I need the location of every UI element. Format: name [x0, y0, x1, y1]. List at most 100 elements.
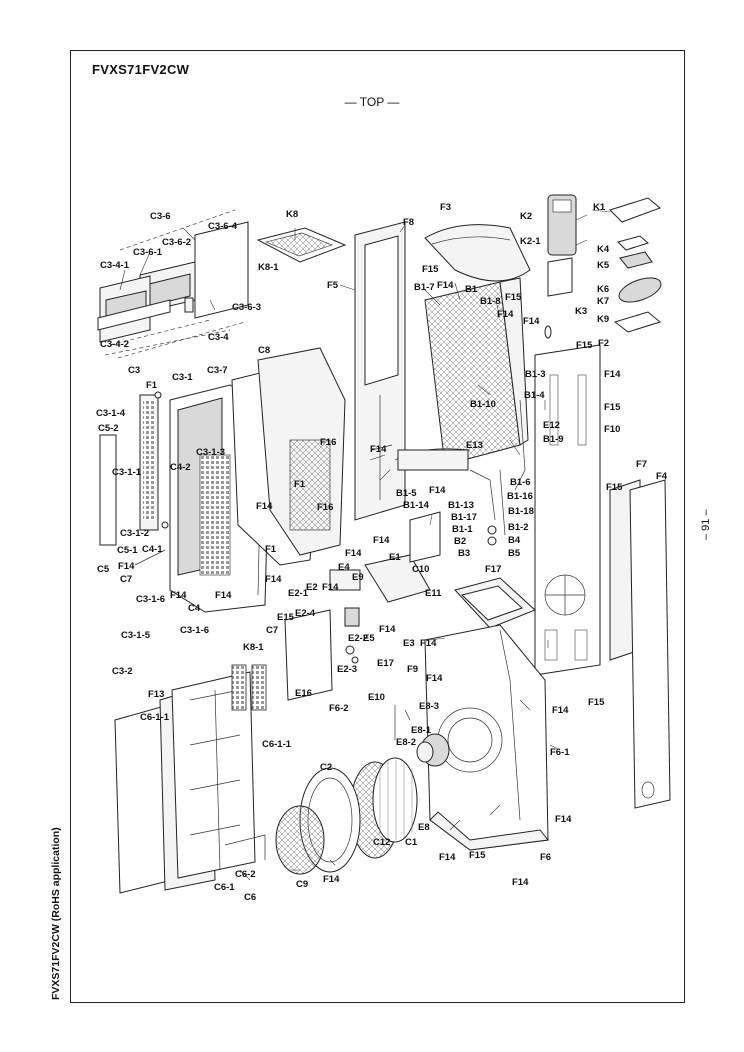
label-k2-1: K2-1 [520, 236, 541, 247]
label-f6-1: F6-1 [550, 747, 570, 758]
label-c6-1-1b: C6-1-1 [262, 739, 292, 750]
label-e16: E16 [295, 688, 312, 699]
label-c3-1-4: C3-1-4 [96, 408, 126, 419]
label-f14-h: F14 [118, 561, 135, 572]
label-b1-14: B1-14 [403, 500, 430, 511]
label-f14-i: F14 [373, 535, 390, 546]
label-c3-7: C3-7 [207, 365, 228, 376]
label-f1-b: F1 [294, 479, 306, 490]
label-c7-b: C7 [266, 625, 278, 636]
label-e17: E17 [377, 658, 394, 669]
electrical-box [284, 511, 441, 701]
label-c2: C2 [320, 762, 332, 773]
label-e11: E11 [425, 588, 442, 599]
label-k9: K9 [597, 314, 609, 325]
label-b5: B5 [508, 548, 521, 559]
label-f6-2: F6-2 [329, 703, 349, 714]
label-b1: B1 [465, 284, 478, 295]
label-c3-6-1: C3-6-1 [133, 247, 163, 258]
label-c3-1-6-b: C3-1-6 [180, 625, 209, 636]
label-c3-1-5: C3-1-5 [121, 630, 151, 641]
label-e2-3: E2-3 [337, 664, 357, 675]
label-f5: F5 [327, 280, 339, 291]
label-f14-t: F14 [439, 852, 456, 863]
drawing-frame [70, 50, 685, 1003]
label-c3-1-1: C3-1-1 [112, 467, 142, 478]
label-c4-2: C4-2 [170, 462, 191, 473]
label-e8: E8 [418, 822, 430, 833]
label-e8-3: E8-3 [419, 701, 439, 712]
label-f14-n: F14 [322, 582, 339, 593]
label-f14-k: F14 [265, 574, 282, 585]
label-f14-r: F14 [552, 705, 569, 716]
label-f1-c: F1 [265, 544, 277, 555]
label-f15-a: F15 [422, 264, 439, 275]
leader-lines [119, 209, 611, 881]
back-plate-f10 [534, 344, 601, 676]
label-c12: C12 [373, 837, 390, 848]
part-labels: C3-6 C3-6-4 C3-6-1 C3-6-2 C3-4-1 C3-6-3 … [96, 202, 668, 903]
label-c4-1: C4-1 [142, 544, 163, 555]
label-f14-e: F14 [256, 501, 273, 512]
label-c3-1-3: C3-1-3 [196, 447, 225, 458]
model-title: FVXS71FV2CW [92, 62, 190, 77]
label-c3-4: C3-4 [208, 332, 229, 343]
label-f15-b: F15 [505, 292, 522, 303]
label-b2: B2 [454, 536, 466, 547]
label-b1-7: B1-7 [414, 282, 435, 293]
top-cover-f3 [424, 224, 531, 282]
label-b3: B3 [458, 548, 470, 559]
control-panel-assembly [97, 209, 249, 356]
label-c3-2: C3-2 [112, 666, 133, 677]
label-k8-1b: K8-1 [243, 642, 264, 653]
accessories [544, 194, 662, 366]
label-e8-1: E8-1 [411, 725, 432, 736]
label-b1-5: B1-5 [396, 488, 417, 499]
label-f15-d: F15 [604, 402, 621, 413]
label-c3-6-3: C3-6-3 [232, 302, 261, 313]
label-f14-c: F14 [523, 316, 540, 327]
label-b1-9: B1-9 [543, 434, 564, 445]
label-f14-a: F14 [437, 280, 454, 291]
label-f14-p: F14 [420, 638, 437, 649]
label-c6-1: C6-1 [214, 882, 235, 893]
fan-motor-e8 [394, 705, 450, 767]
label-c3-4-2: C3-4-2 [100, 339, 129, 350]
label-c5-2: C5-2 [98, 423, 119, 434]
fan-wheel-c1 [349, 757, 418, 859]
label-k8-1: K8-1 [258, 262, 279, 273]
label-f15-e: F15 [606, 482, 623, 493]
side-frame-f5 [354, 221, 406, 521]
fan-housing-f6 [424, 624, 549, 851]
label-b1-8: B1-8 [480, 296, 501, 307]
label-c10: C10 [412, 564, 429, 575]
label-c5-1: C5-1 [117, 545, 138, 556]
label-b1-17: B1-17 [451, 512, 477, 523]
label-f14-o: F14 [379, 624, 396, 635]
label-c5: C5 [97, 564, 110, 575]
label-e3: E3 [403, 638, 415, 649]
label-f14-l: F14 [170, 590, 187, 601]
label-f15-c: F15 [576, 340, 593, 351]
label-f7: F7 [636, 459, 647, 470]
side-panels [609, 479, 671, 809]
label-b1-2: B1-2 [508, 522, 529, 533]
label-f14-v: F14 [512, 877, 529, 888]
label-e10: E10 [368, 692, 385, 703]
front-panel-c6 [114, 671, 266, 894]
label-b4: B4 [508, 535, 521, 546]
label-b1-6: B1-6 [510, 477, 531, 488]
label-e12: E12 [543, 420, 560, 431]
fan-guard [275, 767, 361, 875]
label-k1: K1 [593, 202, 606, 213]
label-f14-q: F14 [426, 673, 443, 684]
label-e13: E13 [466, 440, 483, 451]
label-f16-a: F16 [320, 437, 336, 448]
label-f14-f: F14 [370, 444, 387, 455]
label-k3: K3 [575, 306, 587, 317]
label-f17: F17 [485, 564, 501, 575]
label-f14-s: F14 [555, 814, 572, 825]
label-f15-f: F15 [588, 697, 605, 708]
label-f4: F4 [656, 471, 668, 482]
filter-frame [231, 347, 346, 566]
